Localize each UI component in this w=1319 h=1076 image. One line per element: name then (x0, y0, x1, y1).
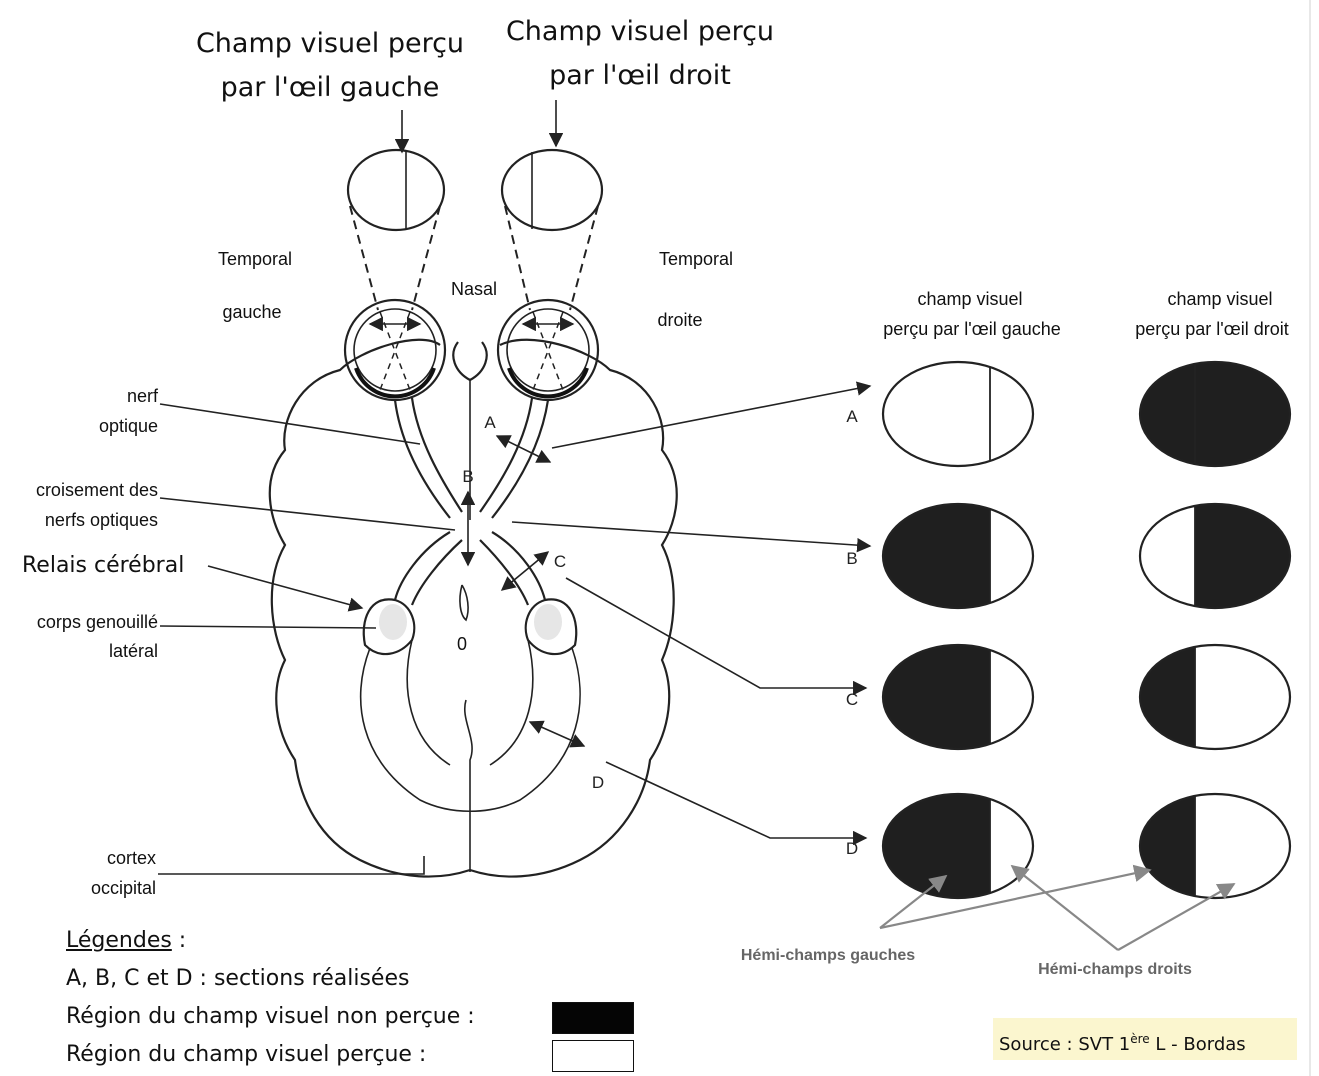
source-prefix: Source : SVT 1 (999, 1034, 1130, 1055)
result-row-label-b: B (846, 549, 857, 568)
leader-corps (160, 626, 376, 628)
optic-nerves (395, 398, 548, 518)
label-temporal-left: Temporal (218, 249, 292, 269)
central-structure (460, 585, 468, 620)
legend-title-suffix: : (172, 928, 186, 953)
right-eyeball (498, 300, 598, 400)
left-eyeball (345, 300, 445, 400)
lateral-geniculate-left (364, 599, 415, 654)
leader-nerf (160, 404, 420, 444)
label-nasal: Nasal (451, 279, 497, 299)
result-field-left-eye-a (883, 362, 1033, 466)
header-right-eye-1: champ visuel (1167, 289, 1272, 309)
dark-region-right-eye-d (1140, 794, 1195, 898)
section-letter-a: A (484, 413, 496, 432)
header-left-eye-1: champ visuel (917, 289, 1022, 309)
result-arrow-d (606, 762, 866, 838)
title-right-eye-line2: par l'œil droit (549, 60, 731, 91)
label-temporal-right: Temporal (659, 249, 733, 269)
label-gauche: gauche (222, 302, 281, 322)
label-optique: optique (99, 416, 158, 436)
leader-cortex (158, 856, 424, 874)
source-suffix: L - Bordas (1150, 1034, 1246, 1055)
brain-zero: 0 (457, 634, 467, 654)
brain-midline (465, 380, 472, 872)
label-relais: Relais cérébral (22, 553, 184, 578)
result-row-label-c: C (846, 690, 858, 709)
section-letter-b: B (462, 467, 473, 486)
leader-croisement (160, 498, 455, 530)
leader-relais (208, 566, 362, 608)
dark-region-right-eye-c (1140, 645, 1195, 749)
source-sup: ère (1130, 1032, 1149, 1046)
legend-title: Légendes (66, 928, 172, 953)
label-nerf: nerf (127, 386, 159, 406)
optic-tracts (395, 532, 545, 605)
section-arrow-a (497, 436, 550, 462)
dark-region-left-eye-b (883, 504, 990, 608)
label-droite: droite (657, 310, 702, 330)
dark-region-left-eye-c (883, 645, 990, 749)
header-right-eye-2: perçu par l'œil droit (1135, 319, 1288, 339)
title-left-eye-line1: Champ visuel perçu (196, 28, 464, 59)
section-letter-d: D (592, 773, 604, 792)
label-nerfs-optiques: nerfs optiques (45, 510, 158, 530)
right-edge-border (1309, 0, 1311, 1076)
result-arrow-a (552, 386, 870, 448)
lateral-geniculate-right (526, 599, 577, 654)
brain-outline (270, 340, 677, 877)
label-occipital: occipital (91, 878, 156, 898)
label-cortex: cortex (107, 848, 156, 868)
title-left-eye-line2: par l'œil gauche (221, 72, 440, 103)
swatch-non-percue (552, 1002, 634, 1034)
legend-sections: A, B, C et D : sections réalisées (66, 960, 686, 998)
dark-region-right-eye-b (1195, 504, 1290, 608)
left-eye-visual-field (348, 150, 444, 230)
result-arrow-c (566, 578, 866, 688)
swatch-percue (552, 1040, 634, 1072)
label-lateral: latéral (109, 641, 158, 661)
result-row-label-d: D (846, 839, 858, 858)
result-arrow-b (512, 522, 870, 546)
label-croisement: croisement des (36, 480, 158, 500)
result-row-label-a: A (846, 407, 858, 426)
section-results: A B C D (846, 362, 1290, 898)
source-note: Source : SVT 1ère L - Bordas (993, 1018, 1297, 1060)
section-letter-c: C (554, 552, 566, 571)
label-corps-genouille: corps genouillé (37, 612, 158, 632)
right-eye-visual-field (502, 150, 602, 230)
label-hemi-droits: Hémi-champs droits (1038, 961, 1192, 978)
label-hemi-gauches: Hémi-champs gauches (741, 947, 915, 964)
title-right-eye-line1: Champ visuel perçu (506, 16, 774, 47)
header-left-eye-2: perçu par l'œil gauche (883, 319, 1061, 339)
legend-title-line: Légendes : (66, 922, 686, 960)
